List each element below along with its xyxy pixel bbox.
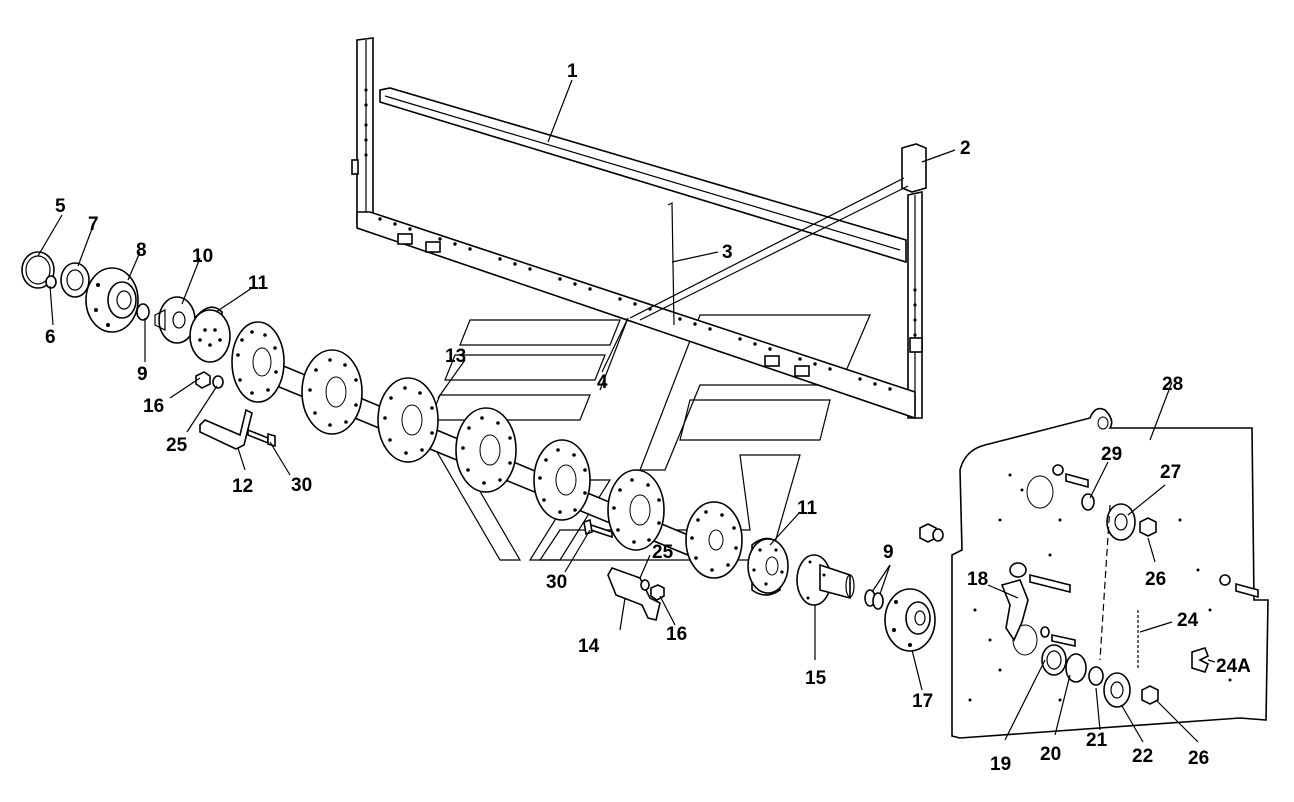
callout-16-left: 16: [143, 396, 164, 417]
left-end-components: [21, 251, 276, 450]
callout-13: 13: [445, 346, 466, 367]
callout-10: 10: [192, 246, 213, 267]
callout-7: 7: [88, 214, 99, 235]
leader-lines: [37, 79, 1216, 743]
callout-11-left: 11: [248, 273, 269, 294]
callout-16-right: 16: [666, 624, 687, 645]
callout-9-right: 9: [883, 542, 894, 563]
side-plate-assembly: [919, 407, 1269, 739]
callout-5: 5: [55, 196, 66, 217]
callout-15: 15: [805, 668, 827, 689]
frame-assembly: [351, 37, 927, 420]
callout-24: 24: [1177, 610, 1199, 631]
callout-19: 19: [990, 754, 1011, 775]
callout-26-bottom: 26: [1188, 748, 1209, 769]
callout-11-right: 11: [797, 498, 818, 519]
watermark-logo: [428, 314, 871, 561]
callout-14: 14: [578, 636, 600, 657]
callout-2: 2: [960, 138, 971, 159]
callout-1: 1: [567, 61, 578, 82]
callout-29: 29: [1101, 444, 1122, 465]
callout-28: 28: [1162, 374, 1183, 395]
callout-20: 20: [1040, 744, 1061, 765]
callout-24a: 24A: [1216, 656, 1251, 677]
callout-9-left: 9: [137, 364, 148, 385]
callout-21: 21: [1086, 730, 1108, 751]
callout-22: 22: [1132, 746, 1153, 767]
callout-25-left: 25: [166, 435, 188, 456]
callout-8: 8: [136, 240, 147, 261]
callout-25-right: 25: [652, 542, 674, 563]
shaft-assembly: [231, 321, 743, 579]
callout-3: 3: [722, 242, 733, 263]
callout-4: 4: [597, 372, 608, 393]
callout-18: 18: [967, 569, 988, 590]
callout-6: 6: [45, 327, 56, 348]
callout-30-left: 30: [291, 475, 312, 496]
callout-17: 17: [912, 691, 933, 712]
callout-labels: 1 2 3 4 5 6 7 8 9 9 10 11 11 12 13 14 15…: [45, 61, 1251, 775]
callout-12: 12: [232, 476, 253, 497]
callout-26-top: 26: [1145, 569, 1166, 590]
callout-27: 27: [1160, 462, 1181, 483]
right-lower-components: [583, 518, 936, 652]
callout-30-right: 30: [546, 572, 567, 593]
